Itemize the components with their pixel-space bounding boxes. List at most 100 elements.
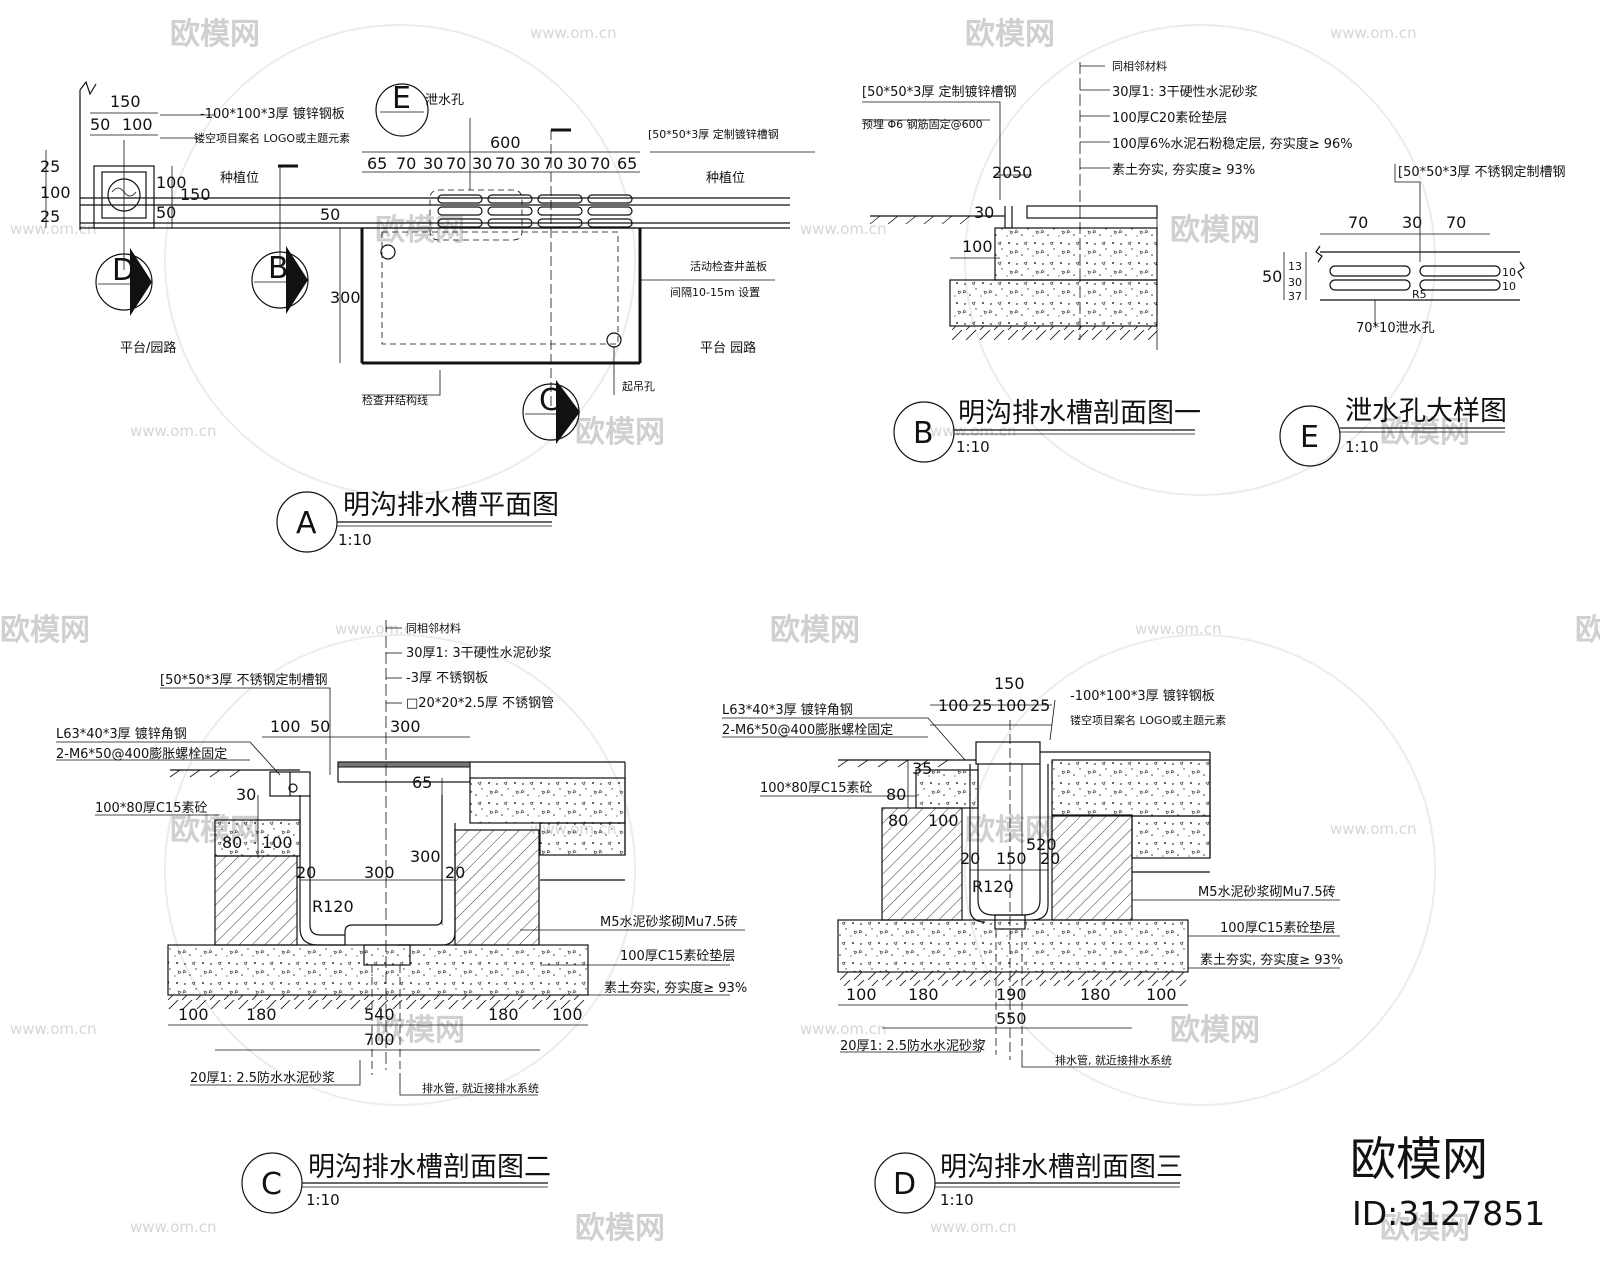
- dim-text: 80: [888, 811, 908, 830]
- dim-text: 100: [122, 115, 153, 134]
- dim-text: 70: [396, 154, 416, 173]
- section-marker-d: D: [95, 248, 153, 316]
- logo-label: 镂空项目案名 LOGO或主题元素: [194, 131, 350, 145]
- dim-text: 20: [960, 849, 980, 868]
- dim-text: 20: [445, 863, 465, 882]
- watermark-url: www.om.cn: [1135, 620, 1222, 638]
- footer-brand: 欧模网 ID:3127851: [1350, 1132, 1545, 1233]
- section-c-title: C 明沟排水槽剖面图二 1:10: [241, 1152, 551, 1214]
- dim-text: 30: [1288, 276, 1302, 289]
- dim-text: 300: [330, 288, 361, 307]
- dim-text: 100: [270, 717, 301, 736]
- dim-text: 30: [423, 154, 443, 173]
- dim-text: 50: [1262, 267, 1282, 286]
- pipe-label: 排水管, 就近接排水系统: [422, 1081, 539, 1095]
- drawing-scale: 1:10: [306, 1191, 340, 1209]
- marker-e-letter: E: [392, 81, 411, 116]
- watermark-brand: 欧模网: [375, 1013, 465, 1048]
- dim-text: 30: [1402, 213, 1422, 232]
- dim-text: 100: [938, 696, 969, 715]
- title-bubble-letter: E: [1300, 420, 1319, 455]
- angle-label: L63*40*3厚 镀锌角钢: [56, 726, 187, 742]
- section-b-drawing: [862, 62, 1158, 350]
- dim-text: 50: [310, 717, 330, 736]
- dim-text: 150: [994, 674, 1025, 693]
- channel-label: [50*50*3厚 不锈钢定制槽钢: [160, 673, 328, 688]
- inspection-well: [361, 227, 641, 364]
- dim-text: 550: [996, 1009, 1027, 1028]
- section-marker-b: B: [251, 246, 309, 314]
- dim-text: 100: [928, 811, 959, 830]
- dim-text: 65: [412, 773, 432, 792]
- dim-text: 50: [320, 205, 340, 224]
- dim-text: 50: [1012, 163, 1032, 182]
- watermark-brand: 欧模网: [0, 613, 90, 648]
- dim-text: 30: [236, 785, 256, 804]
- brick-label: M5水泥砂浆砌Mu7.5砖: [1198, 885, 1336, 900]
- dim-text: 300: [364, 863, 395, 882]
- dim-text: R120: [312, 897, 354, 916]
- dim-text: 100: [552, 1005, 583, 1024]
- footer-id: ID:3127851: [1352, 1194, 1545, 1233]
- watermark-brand: 欧模网: [170, 17, 260, 52]
- dim-text: 25: [40, 157, 60, 176]
- well-line-label: 检查井结构线: [362, 393, 428, 407]
- dim-text: 180: [1080, 985, 1111, 1004]
- footer-logo-text: 欧模网: [1350, 1132, 1488, 1186]
- section-b-title: B 明沟排水槽剖面图一 1:10: [893, 398, 1201, 463]
- pipe-label: 排水管, 就近接排水系统: [1055, 1053, 1172, 1067]
- dim-text: 37: [1288, 290, 1302, 303]
- plan-a-drawing: E D B C: [45, 80, 815, 444]
- dim-text: 65: [367, 154, 387, 173]
- watermark-brand: 欧模网: [575, 415, 665, 450]
- plate-label: -100*100*3厚 镀锌钢板: [1070, 688, 1215, 704]
- bolt-label: 2-M6*50@400膨胀螺栓固定: [56, 747, 227, 762]
- dim-text: 70: [543, 154, 563, 173]
- layer-label: □20*20*2.5厚 不锈钢管: [406, 696, 554, 711]
- watermark-brand: 欧模网: [1170, 1013, 1260, 1048]
- mortar-label: 20厚1: 2.5防水水泥砂浆: [840, 1038, 985, 1054]
- section-d-drawing: [722, 699, 1340, 1068]
- soil-label: 素土夯实, 夯实度≥ 93%: [604, 980, 747, 996]
- layer-label: 同相邻材料: [406, 621, 461, 635]
- layer-label: 同相邻材料: [1112, 59, 1167, 73]
- dim-text: 70: [446, 154, 466, 173]
- dim-text: 25: [1030, 696, 1050, 715]
- hole-label: 泄水孔: [425, 93, 464, 108]
- interval-label: 间隔10-15m 设置: [670, 286, 760, 299]
- dim-text: 150: [180, 185, 211, 204]
- watermark-brand: 欧模网: [1170, 213, 1260, 248]
- dim-text: 35: [912, 759, 932, 778]
- c15-label: 100*80厚C15素砼: [760, 781, 872, 796]
- lift-hole: [606, 332, 622, 348]
- section-c-text: 同相邻材料 30厚1: 3干硬性水泥砂浆 -3厚 不锈钢板 □20*20*2.5…: [56, 621, 747, 1095]
- mortar-label: 20厚1: 2.5防水水泥砂浆: [190, 1070, 335, 1086]
- watermark-url: www.om.cn: [10, 220, 97, 238]
- channel-label: [50*50*3厚 定制镀锌槽钢: [862, 84, 1017, 100]
- dim-text: 25: [972, 696, 992, 715]
- watermark-url: www.om.cn: [10, 1020, 97, 1038]
- dim-text: 100: [156, 173, 187, 192]
- dim-text: 180: [908, 985, 939, 1004]
- section-c-drawing: [56, 620, 745, 1096]
- dim-text: 100: [996, 696, 1027, 715]
- drawing-title: 明沟排水槽剖面图一: [958, 398, 1201, 429]
- marker-d-letter: D: [112, 253, 135, 288]
- drawing-scale: 1:10: [338, 531, 372, 549]
- channel-label: [50*50*3厚 不锈钢定制槽钢: [1398, 165, 1566, 180]
- watermark-url: www.om.cn: [930, 1218, 1017, 1236]
- angle-label: L63*40*3厚 镀锌角钢: [722, 702, 853, 718]
- channel-label: [50*50*3厚 定制镀锌槽钢: [648, 127, 779, 141]
- watermark-url: www.om.cn: [130, 422, 217, 440]
- dim-text: 20: [296, 863, 316, 882]
- plate-label: -100*100*3厚 镀锌钢板: [200, 106, 345, 122]
- drawing-title: 明沟排水槽剖面图二: [308, 1152, 551, 1183]
- logo-label: 镂空项目案名 LOGO或主题元素: [1070, 713, 1226, 727]
- section-marker-c: C: [522, 380, 580, 444]
- c15-label: 100*80厚C15素砼: [95, 801, 207, 816]
- layer-label: -3厚 不锈钢板: [406, 671, 488, 686]
- lift-label: 起吊孔: [622, 380, 655, 393]
- layer-label: 素土夯实, 夯实度≥ 93%: [1112, 162, 1255, 178]
- lift-hole: [380, 244, 396, 260]
- watermark-brand: 欧模网: [1380, 1211, 1470, 1246]
